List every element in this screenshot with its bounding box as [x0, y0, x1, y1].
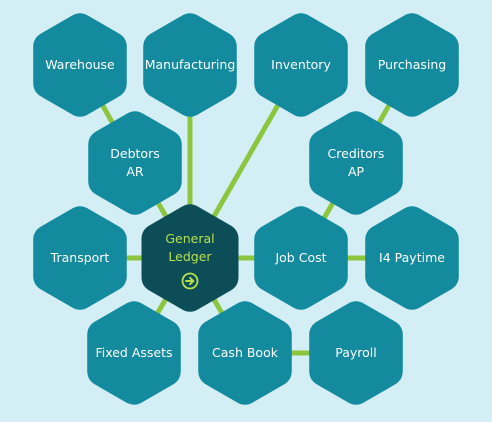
module-purchasing[interactable]: Purchasing [365, 13, 459, 117]
module-label: Fixed Assets [95, 345, 172, 360]
module-payroll[interactable]: Payroll [309, 301, 403, 405]
module-inventory[interactable]: Inventory [254, 13, 348, 117]
hexagon-shape [33, 206, 127, 310]
module-cash-book[interactable]: Cash Book [198, 301, 292, 405]
module-label: I4 Paytime [379, 250, 445, 265]
module-label: Cash Book [212, 345, 279, 360]
hexagon-shape [309, 301, 403, 405]
module-label: AR [126, 164, 144, 179]
hexagon-shape [198, 301, 292, 405]
module-warehouse[interactable]: Warehouse [33, 13, 127, 117]
hexagon-shape [365, 206, 459, 310]
module-job-cost[interactable]: Job Cost [254, 206, 348, 310]
module-label: Creditors [328, 146, 385, 161]
module-label: Transport [50, 250, 110, 265]
hexagon-shape [365, 13, 459, 117]
module-label: Payroll [335, 345, 377, 360]
hexagon-shape [254, 13, 348, 117]
module-fixed-assets[interactable]: Fixed Assets [87, 301, 181, 405]
hexagon-shape [33, 13, 127, 117]
module-label: Purchasing [378, 57, 446, 72]
module-label: AP [348, 164, 365, 179]
module-label: General [165, 231, 214, 246]
hexagon-shape [141, 204, 239, 312]
hexagon-shape [254, 206, 348, 310]
arrow-right-circle-icon[interactable] [181, 272, 199, 290]
hexagon-shape [87, 301, 181, 405]
module-label: Warehouse [45, 57, 115, 72]
module-label: Debtors [110, 146, 159, 161]
module-label: Job Cost [274, 250, 326, 265]
hexagon-shape [88, 111, 182, 215]
modules: Warehouse Manufacturing Inventory Purchasin… [33, 13, 459, 405]
hexagon-shape [309, 111, 403, 215]
hexagon-shape [143, 13, 237, 117]
module-label: Manufacturing [145, 57, 236, 72]
module-label: Inventory [271, 57, 331, 72]
module-label: Ledger [168, 249, 212, 264]
module-transport[interactable]: Transport [33, 206, 127, 310]
module-manufacturing[interactable]: Manufacturing [143, 13, 237, 117]
module-i4-paytime[interactable]: I4 Paytime [365, 206, 459, 310]
